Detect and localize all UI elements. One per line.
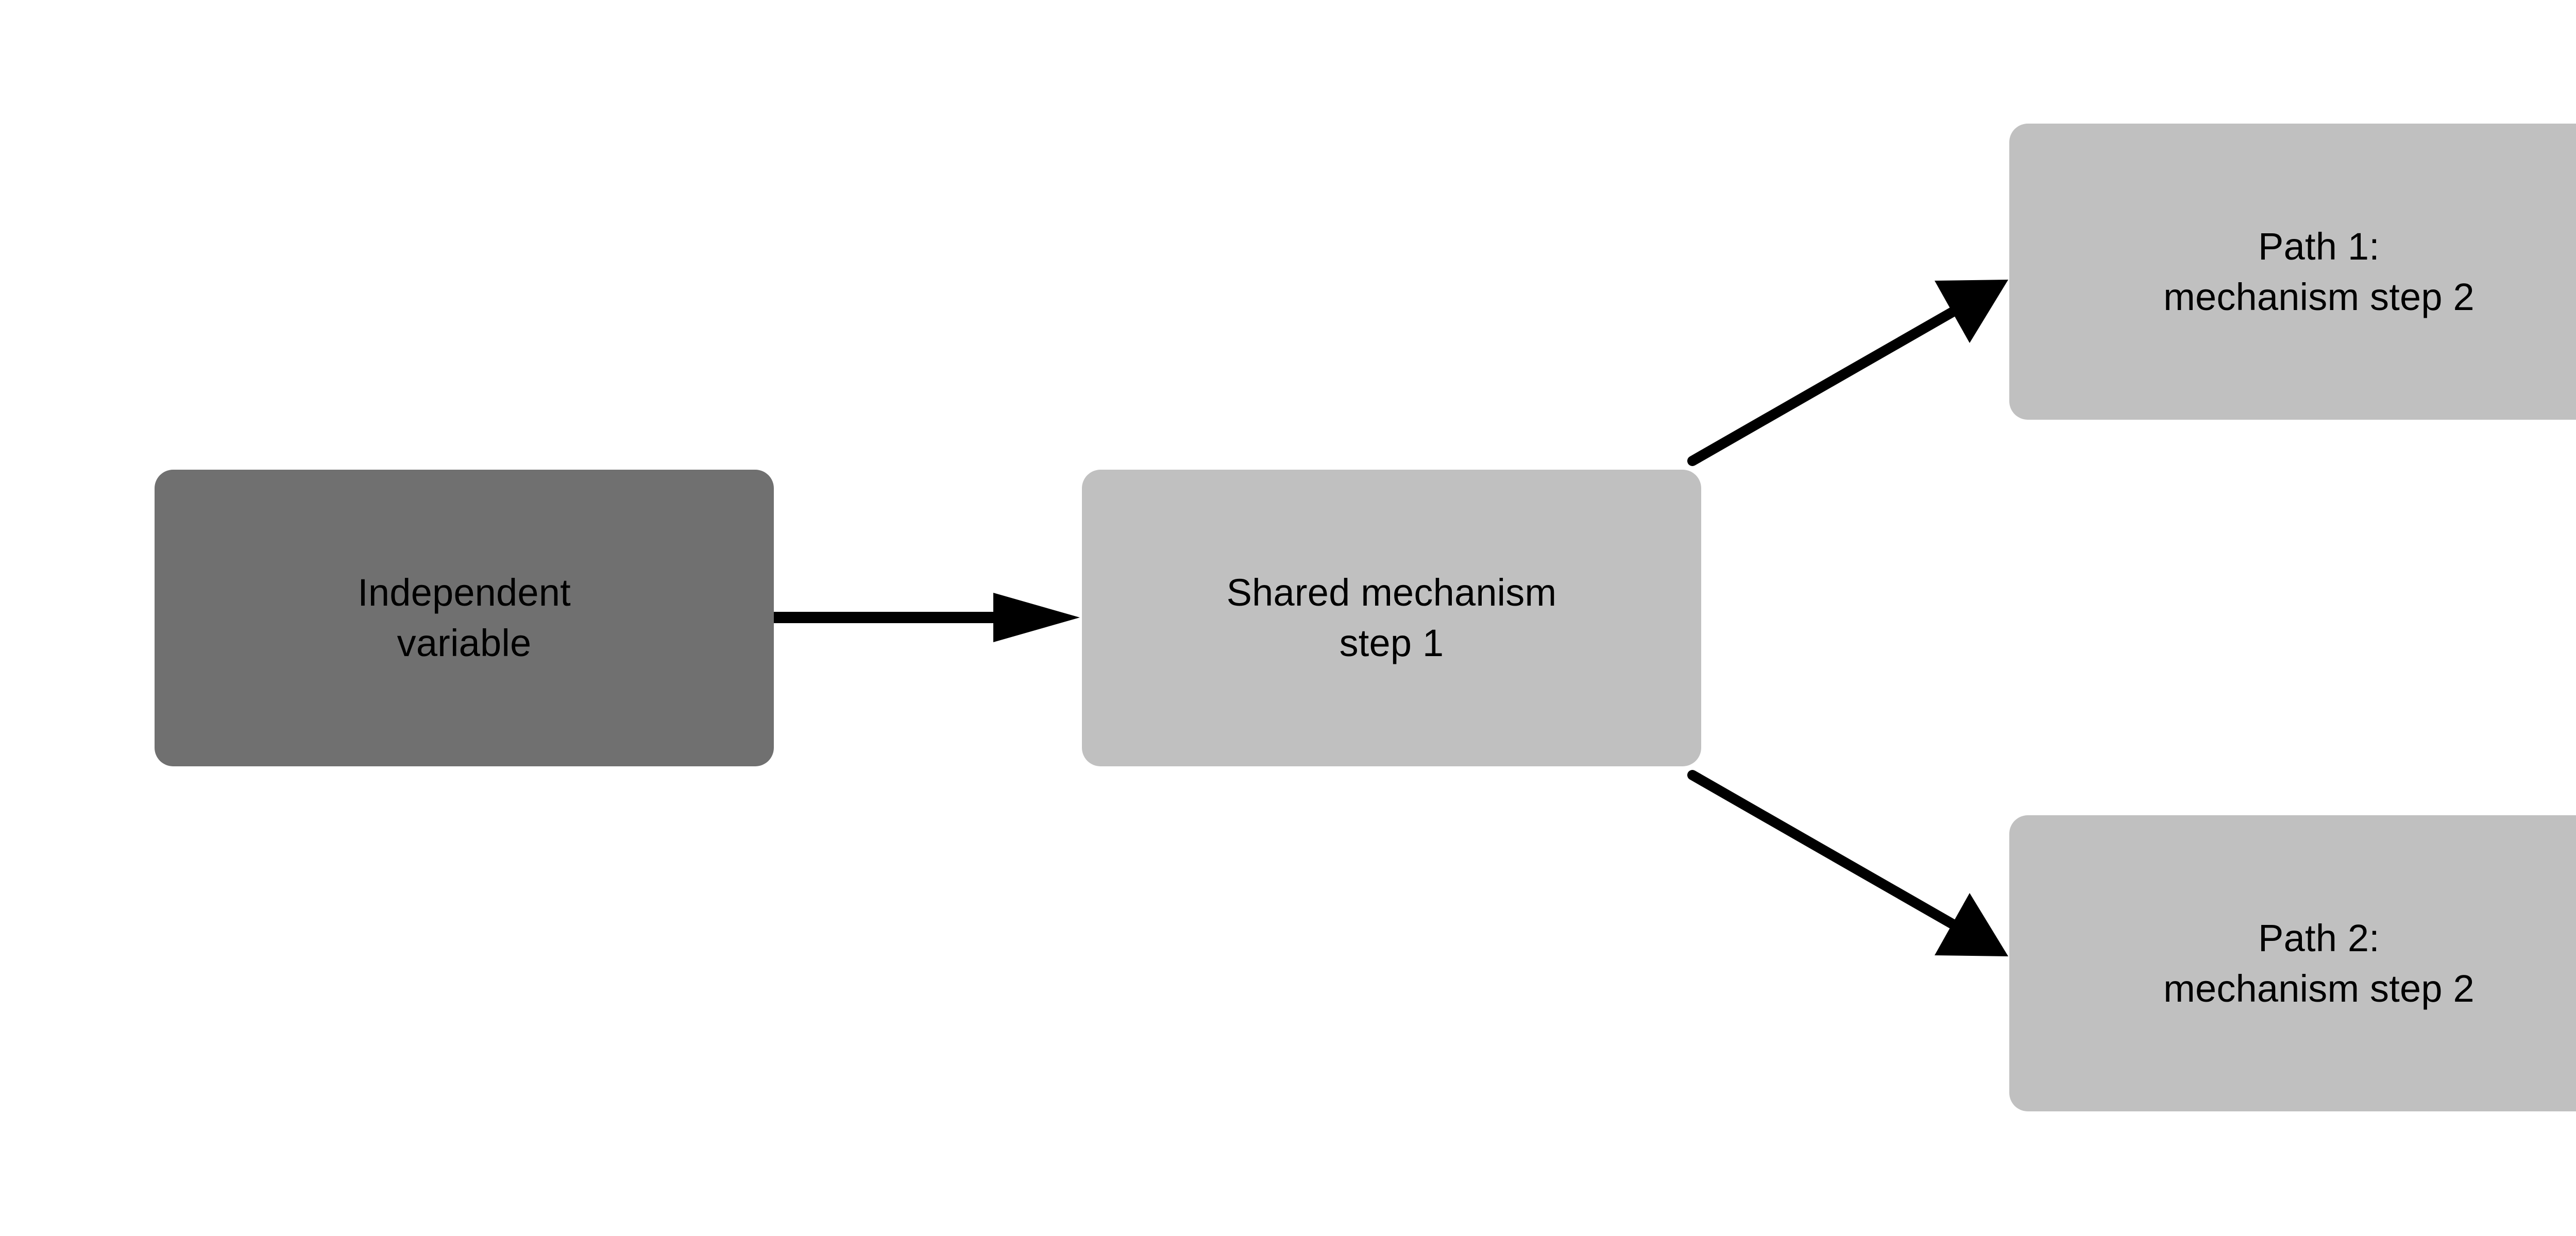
- node-path-2-mechanism-label: Path 2: mechanism step 2: [2163, 916, 2475, 1010]
- node-shared-mechanism[interactable]: Shared mechanism step 1: [1082, 470, 1701, 766]
- edge-independent-to-shared-arrowhead: [993, 593, 1080, 642]
- node-path-1-mechanism-label: Path 1: mechanism step 2: [2163, 225, 2475, 318]
- node-path-1-mechanism[interactable]: Path 1: mechanism step 2: [2009, 124, 2576, 420]
- node-independent-variable-label: Independent variable: [358, 571, 571, 664]
- edge-shared-to-path2-shaft: [1687, 770, 1965, 934]
- node-independent-variable[interactable]: Independent variable: [155, 470, 774, 766]
- edge-shared-to-path2-arrowhead: [1935, 893, 2008, 956]
- edge-shared-to-path1-shaft: [1687, 302, 1965, 466]
- edge-shared-to-path1: [1687, 280, 2008, 466]
- node-shared-mechanism-label: Shared mechanism step 1: [1226, 571, 1557, 664]
- edge-independent-to-shared: [774, 593, 1080, 642]
- edge-shared-to-path2: [1687, 770, 2008, 956]
- edge-shared-to-path1-arrowhead: [1935, 280, 2008, 343]
- node-path-2-mechanism[interactable]: Path 2: mechanism step 2: [2009, 815, 2576, 1111]
